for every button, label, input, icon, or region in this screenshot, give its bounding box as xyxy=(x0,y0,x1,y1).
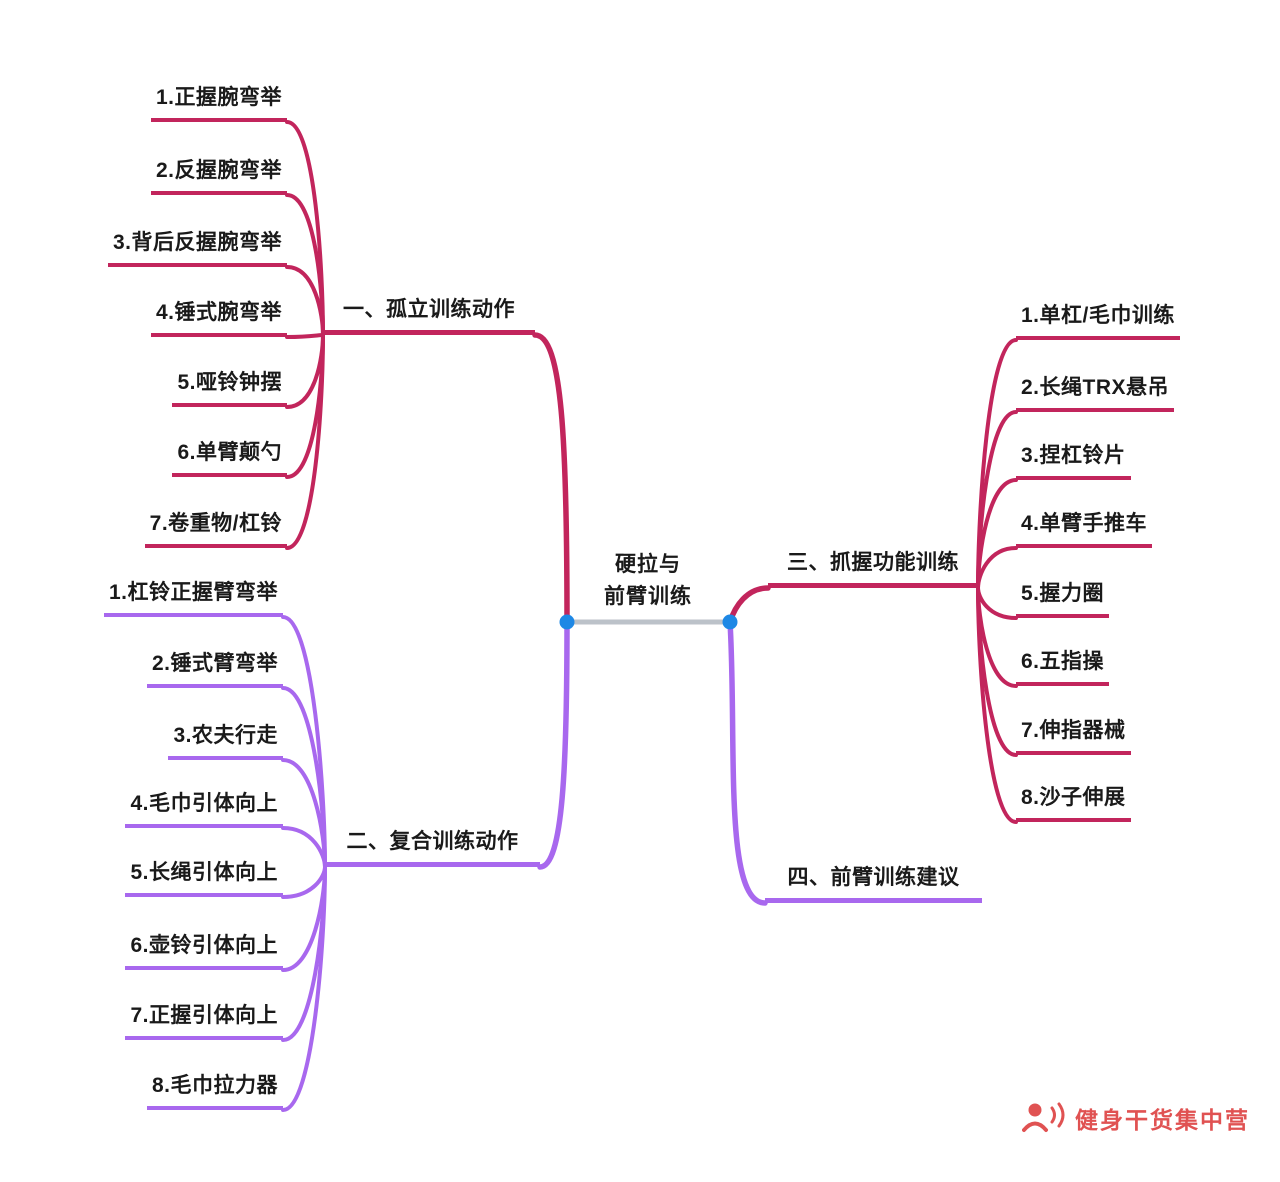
edge-grip-4 xyxy=(976,546,1018,590)
node-isolation-child-5: 5.哑铃钟摆 xyxy=(172,371,287,407)
node-grip-child-6: 6.五指操 xyxy=(1016,650,1110,686)
center-dot-right xyxy=(722,614,738,630)
node-isolation-child-7: 7.卷重物/杠铃 xyxy=(144,512,287,548)
node-compound-child-1: 1.杠铃正握臂弯举 xyxy=(103,581,283,617)
node-grip-child-1: 1.单杠/毛巾训练 xyxy=(1016,304,1180,340)
edge-isolation-main xyxy=(532,332,570,625)
node-compound-child-8: 8.毛巾拉力器 xyxy=(146,1074,283,1110)
watermark: 健身干货集中营 xyxy=(1022,1098,1250,1138)
edge-compound-main xyxy=(537,619,570,870)
branch-advice: 四、前臂训练建议 xyxy=(765,866,982,903)
edge-grip-5 xyxy=(976,586,1018,620)
branch-compound: 二、复合训练动作 xyxy=(325,830,540,867)
node-compound-child-6: 6.壶铃引体向上 xyxy=(125,934,283,970)
node-isolation-child-3: 3.背后反握腕弯举 xyxy=(107,231,287,267)
edge-compound-8 xyxy=(281,865,327,1112)
central-topic: 硬拉与 前臂训练 xyxy=(560,549,736,614)
node-compound-child-5: 5.长绳引体向上 xyxy=(125,861,283,897)
watermark-icon-wave-small xyxy=(1050,1106,1056,1124)
edge-compound-3 xyxy=(281,758,327,869)
watermark-text: 健身干货集中营 xyxy=(1075,1107,1250,1133)
edge-compound-5 xyxy=(281,865,327,899)
edge-grip-2 xyxy=(976,410,1018,590)
watermark-icon-body xyxy=(1022,1121,1048,1132)
node-grip-child-7: 7.伸指器械 xyxy=(1016,719,1131,755)
node-compound-child-3: 3.农夫行走 xyxy=(168,724,283,760)
edge-advice-main xyxy=(727,619,768,906)
node-isolation-child-6: 6.单臂颠勺 xyxy=(172,441,287,477)
node-grip-child-2: 2.长绳TRX悬吊 xyxy=(1016,376,1175,412)
watermark-icon xyxy=(1022,1102,1065,1132)
branch-isolation: 一、孤立训练动作 xyxy=(323,298,535,335)
branch-grip: 三、抓握功能训练 xyxy=(768,551,978,588)
watermark-icon-wave-large xyxy=(1057,1102,1065,1128)
node-compound-child-2: 2.锤式臂弯举 xyxy=(146,652,283,688)
edge-isolation-7 xyxy=(285,333,325,550)
node-grip-child-3: 3.捏杠铃片 xyxy=(1016,444,1131,480)
node-grip-child-4: 4.单臂手推车 xyxy=(1016,512,1153,548)
central-topic-line1: 硬拉与 xyxy=(615,552,681,576)
watermark-icon-head xyxy=(1028,1103,1042,1117)
node-compound-child-4: 4.毛巾引体向上 xyxy=(125,792,283,828)
node-compound-child-7: 7.正握引体向上 xyxy=(125,1004,283,1040)
edge-isolation-4 xyxy=(285,333,325,339)
edge-compound-4 xyxy=(281,826,327,869)
node-isolation-child-1: 1.正握腕弯举 xyxy=(150,86,287,122)
edge-grip-8 xyxy=(976,586,1018,824)
edge-isolation-3 xyxy=(285,265,325,337)
node-isolation-child-4: 4.锤式腕弯举 xyxy=(150,301,287,337)
node-isolation-child-2: 2.反握腕弯举 xyxy=(150,159,287,195)
node-grip-child-5: 5.握力圈 xyxy=(1016,582,1110,618)
edge-grip-1 xyxy=(976,338,1018,590)
central-topic-line2: 前臂训练 xyxy=(604,585,692,609)
node-grip-child-8: 8.沙子伸展 xyxy=(1016,786,1131,822)
center-dot-left xyxy=(559,614,575,630)
